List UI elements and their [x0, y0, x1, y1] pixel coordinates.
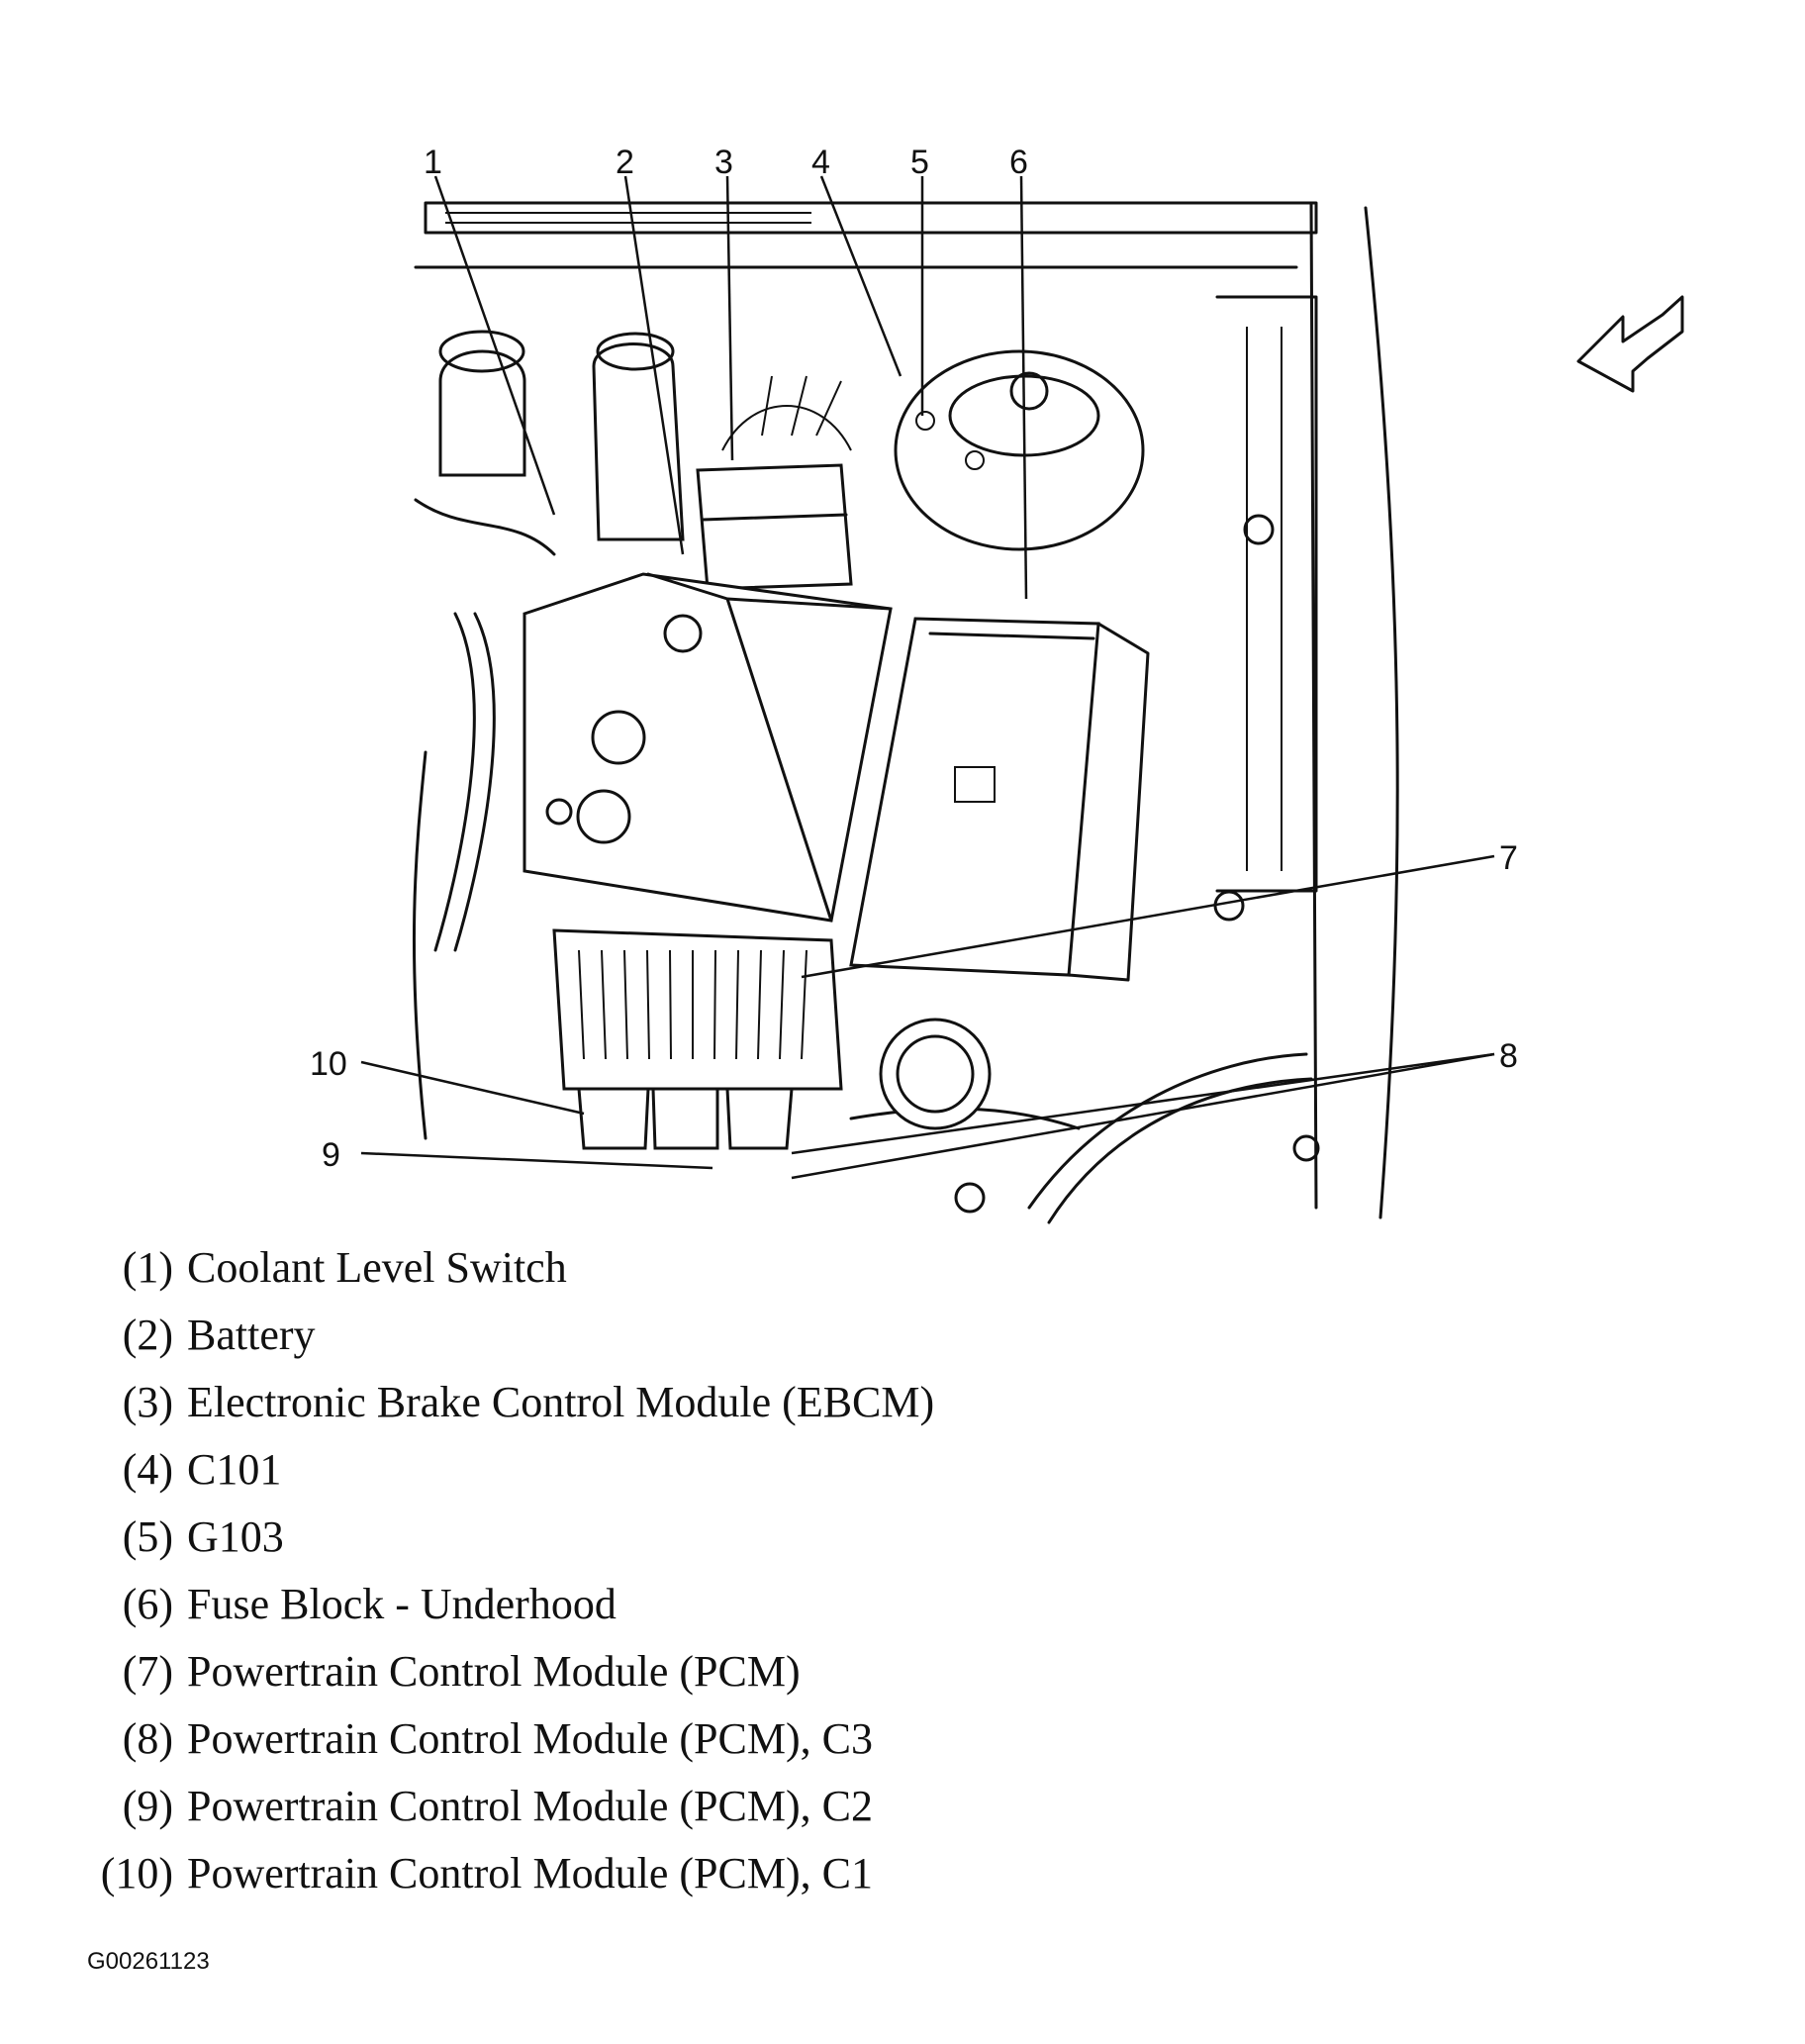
legend-label: Powertrain Control Module (PCM), C3 [187, 1714, 873, 1763]
callout-1: 1 [424, 144, 442, 181]
leader-1 [433, 175, 556, 516]
figure-id: G00261123 [87, 1948, 210, 1975]
legend-number: (5) [122, 1512, 173, 1561]
legend-label: Coolant Level Switch [187, 1243, 567, 1292]
legend-row: (10) Powertrain Control Module (PCM), C1 [79, 1848, 1267, 1915]
component-legend: (1) Coolant Level Switch (2) Battery (3)… [79, 1242, 1267, 1915]
legend-row: (4) C101 [79, 1444, 1267, 1511]
legend-row: (9) Powertrain Control Module (PCM), C2 [79, 1781, 1267, 1848]
legend-row: (5) G103 [79, 1511, 1267, 1579]
legend-row: (7) Powertrain Control Module (PCM) [79, 1646, 1267, 1713]
legend-row: (1) Coolant Level Switch [79, 1242, 1267, 1310]
legend-number: (9) [122, 1782, 173, 1830]
front-arrow-icon [1576, 295, 1684, 393]
legend-label: Fuse Block - Underhood [187, 1580, 617, 1628]
callout-10: 10 [310, 1045, 347, 1083]
leader-4 [819, 175, 902, 377]
leader-10 [360, 1060, 585, 1116]
legend-label: G103 [187, 1512, 284, 1561]
legend-number: (3) [122, 1378, 173, 1426]
legend-row: (3) Electronic Brake Control Module (EBC… [79, 1377, 1267, 1444]
callout-7: 7 [1499, 839, 1518, 877]
legend-label: Powertrain Control Module (PCM), C2 [187, 1782, 873, 1830]
legend-row: (2) Battery [79, 1310, 1267, 1377]
legend-number: (1) [122, 1243, 173, 1292]
leader-2 [623, 175, 685, 555]
leader-9 [360, 1151, 713, 1170]
legend-number: (7) [122, 1647, 173, 1696]
callout-9: 9 [322, 1136, 340, 1174]
engine-compartment-drawing [412, 201, 1399, 1224]
leader-lines [360, 175, 1495, 1180]
callout-numbers: 1 2 3 4 5 6 7 8 9 10 [310, 144, 1518, 1174]
legend-label: C101 [187, 1445, 282, 1494]
callout-2: 2 [616, 144, 634, 181]
leader-3 [725, 175, 734, 461]
leader-8b [791, 1052, 1495, 1180]
legend-label: Powertrain Control Module (PCM) [187, 1647, 801, 1696]
callout-6: 6 [1009, 144, 1028, 181]
legend-number: (2) [122, 1311, 173, 1359]
legend-row: (8) Powertrain Control Module (PCM), C3 [79, 1713, 1267, 1781]
callout-4: 4 [811, 144, 830, 181]
legend-label: Battery [187, 1311, 316, 1359]
engine-compartment-illustration: 1 2 3 4 5 6 7 8 9 10 [310, 144, 1684, 1224]
legend-number: (8) [122, 1714, 173, 1763]
callout-3: 3 [714, 144, 733, 181]
legend-label: Powertrain Control Module (PCM), C1 [187, 1849, 873, 1898]
legend-number: (4) [122, 1445, 173, 1494]
legend-label: Electronic Brake Control Module (EBCM) [187, 1378, 935, 1426]
legend-number: (6) [122, 1580, 173, 1628]
leader-6 [1019, 175, 1028, 600]
legend-number: (10) [100, 1849, 173, 1898]
callout-8: 8 [1499, 1037, 1518, 1075]
leader-7 [801, 854, 1495, 979]
legend-row: (6) Fuse Block - Underhood [79, 1579, 1267, 1646]
leader-8a [791, 1052, 1495, 1155]
callout-5: 5 [910, 144, 929, 181]
